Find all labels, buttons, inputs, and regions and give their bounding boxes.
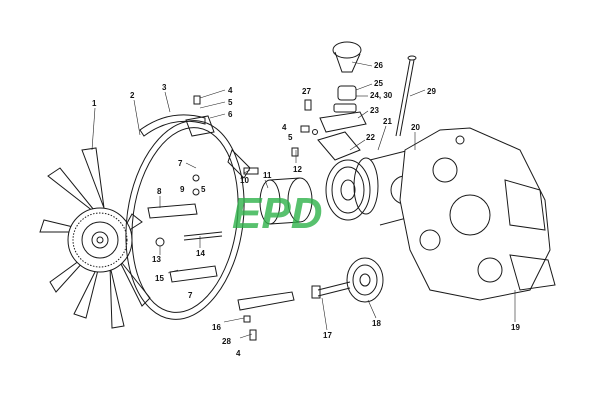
callout-14: 14 bbox=[196, 249, 205, 258]
callout-9: 9 bbox=[180, 185, 185, 194]
watermark-logo: EPD bbox=[232, 189, 322, 238]
callout-13: 13 bbox=[152, 255, 161, 264]
callout-1: 1 bbox=[92, 99, 97, 108]
callout-5-b: 5 bbox=[201, 185, 206, 194]
leader-lines bbox=[91, 61, 516, 339]
callout-29: 29 bbox=[427, 87, 436, 96]
callout-5-a: 5 bbox=[228, 98, 233, 107]
callout-17: 17 bbox=[323, 331, 332, 340]
dipstick-tube bbox=[395, 55, 417, 137]
callout-25: 25 bbox=[374, 79, 383, 88]
thermostat-housing bbox=[319, 41, 367, 133]
callout-24-30: 24, 30 bbox=[370, 91, 393, 100]
callout-5-c: 5 bbox=[288, 133, 293, 142]
callout-4-a: 4 bbox=[228, 86, 233, 95]
callout-23: 23 bbox=[370, 106, 379, 115]
callout-3: 3 bbox=[162, 83, 167, 92]
callout-20: 20 bbox=[411, 123, 420, 132]
callout-19: 19 bbox=[511, 323, 520, 332]
callout-4-c: 4 bbox=[282, 123, 287, 132]
callout-2: 2 bbox=[130, 91, 135, 100]
callout-11: 11 bbox=[263, 171, 272, 180]
callout-4-b: 4 bbox=[236, 349, 241, 358]
tensioner-pulley bbox=[311, 257, 384, 303]
callout-8: 8 bbox=[157, 187, 162, 196]
gear-housing bbox=[399, 127, 556, 301]
callout-15: 15 bbox=[155, 274, 164, 283]
callout-21: 21 bbox=[383, 117, 392, 126]
callout-7-a: 7 bbox=[178, 159, 183, 168]
callout-16: 16 bbox=[212, 323, 221, 332]
callout-10: 10 bbox=[240, 176, 249, 185]
fan-assembly bbox=[39, 147, 151, 329]
callout-12: 12 bbox=[293, 165, 302, 174]
callout-28: 28 bbox=[222, 337, 231, 346]
callout-27: 27 bbox=[302, 87, 311, 96]
callout-22: 22 bbox=[366, 133, 375, 142]
watermark-text: EPD bbox=[232, 189, 322, 238]
callout-6: 6 bbox=[228, 110, 233, 119]
fan-shroud bbox=[125, 95, 295, 341]
callout-26: 26 bbox=[374, 61, 383, 70]
fasteners bbox=[291, 99, 318, 157]
fan-coupling bbox=[243, 167, 313, 225]
callout-7-b: 7 bbox=[188, 291, 193, 300]
callout-numbers: 1 2 3 4 5 6 7 8 9 5 10 11 12 13 14 15 7 … bbox=[92, 61, 520, 358]
callout-18: 18 bbox=[372, 319, 381, 328]
